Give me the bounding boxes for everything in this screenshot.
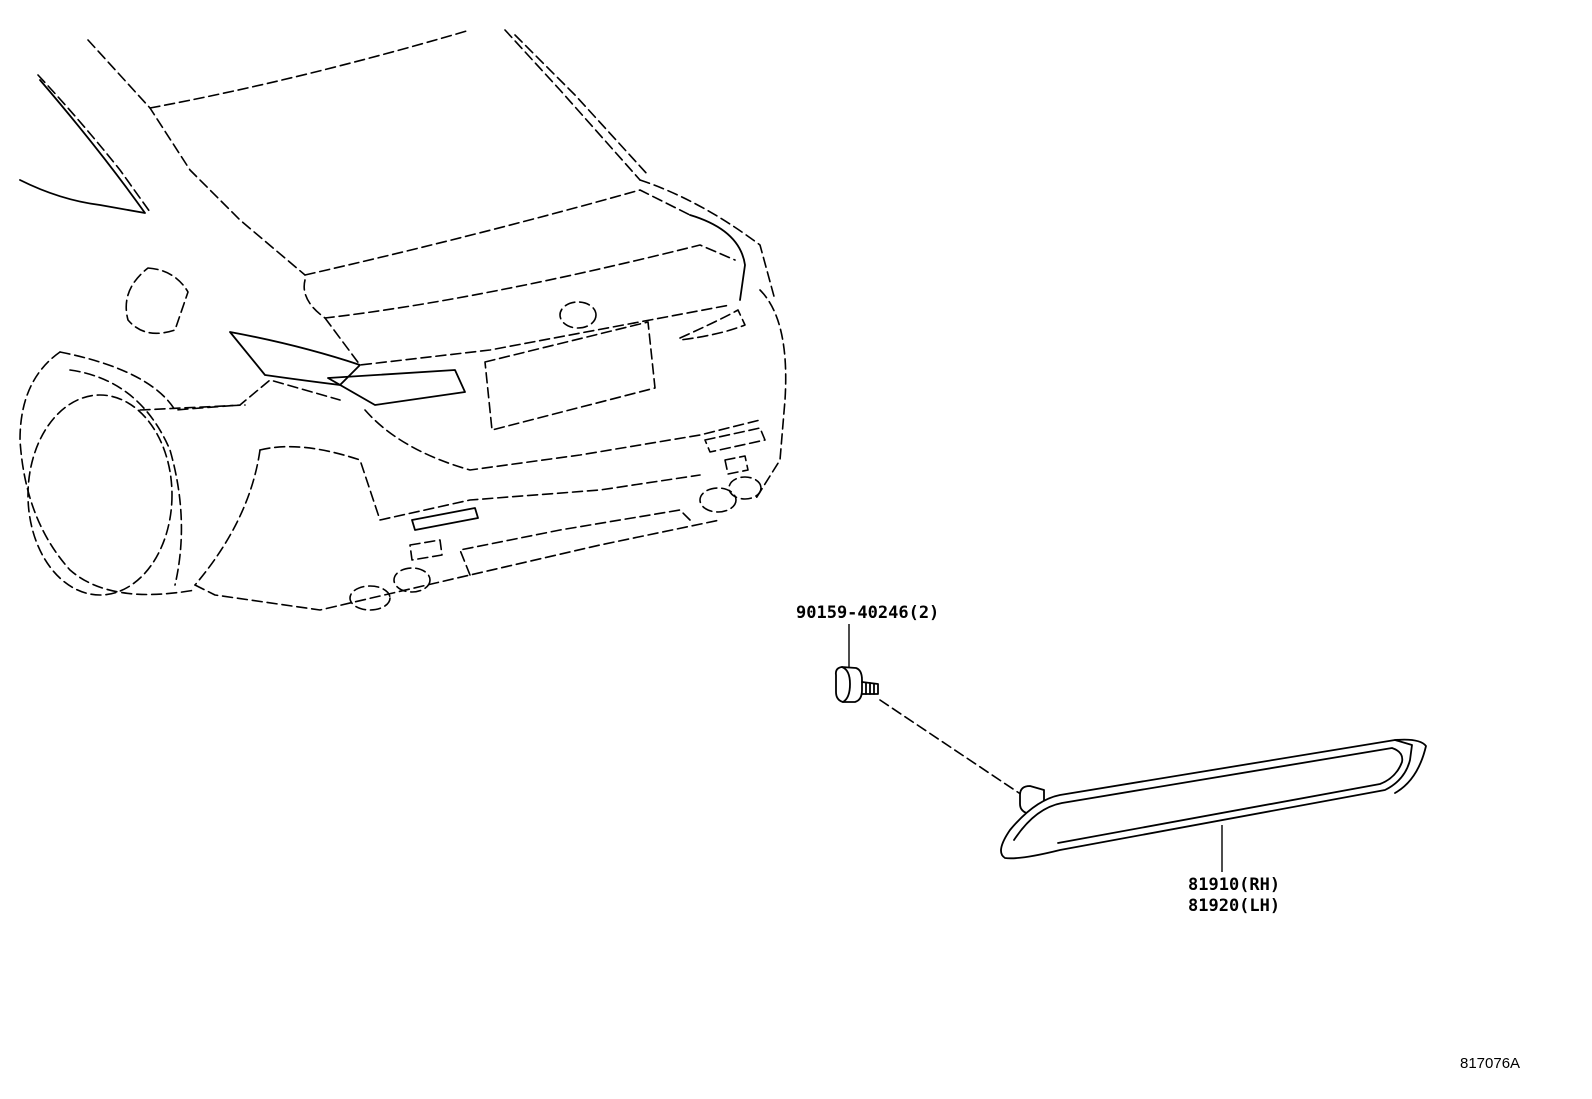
vehicle-rear-outline — [19, 29, 787, 611]
assembly-line — [879, 699, 1023, 796]
bolt-part-number: 90159-40246(2) — [796, 603, 939, 623]
reflector-rh-part-number: 81910(RH) — [1188, 875, 1280, 895]
rear-reflector-part — [1000, 738, 1427, 860]
illustration-code: 817076A — [1460, 1055, 1520, 1072]
bolt-part — [834, 666, 879, 703]
reflector-lh-part-number: 81920(LH) — [1188, 896, 1280, 916]
